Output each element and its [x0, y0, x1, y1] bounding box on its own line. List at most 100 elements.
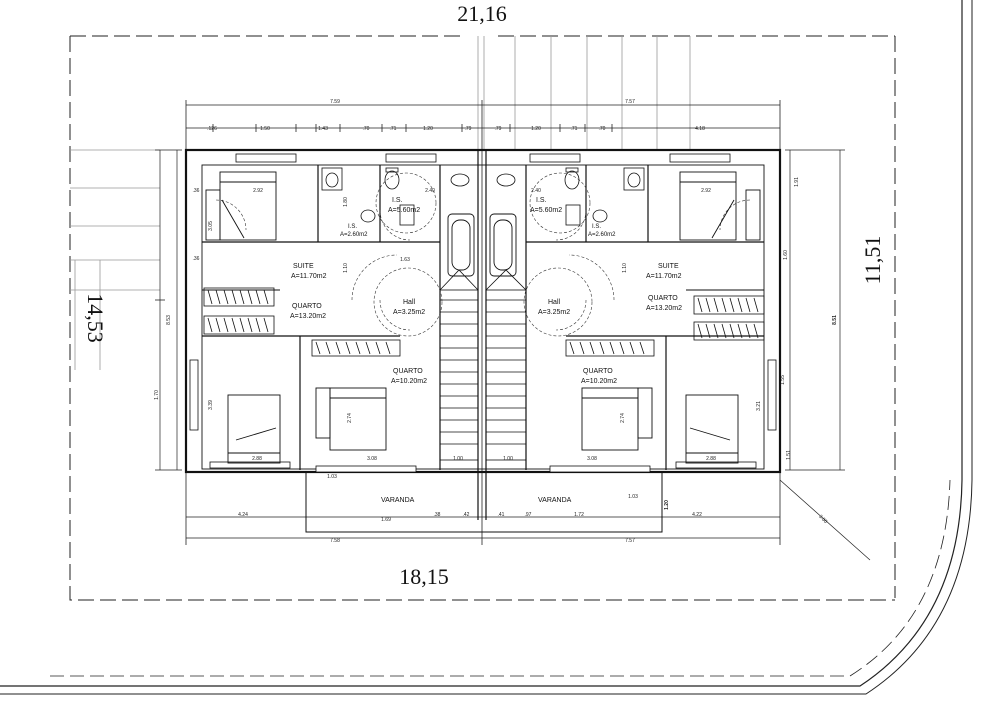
room-suite-right-name: SUITE — [658, 263, 679, 270]
dim-overall-top-right: 7.57 — [625, 99, 635, 105]
dim-room: 2.88 — [252, 456, 262, 462]
dim-room: 2.40 — [425, 188, 435, 194]
room-suite-left-name: SUITE — [293, 263, 314, 270]
room-is-left-name: I.S. — [392, 197, 403, 204]
dim-room: 1.10 — [622, 263, 628, 273]
wardrobes — [203, 287, 765, 357]
dim-top-chain: .126 — [207, 126, 217, 132]
dim-left-side: 3.39 — [208, 400, 214, 410]
dim-inner-bottom: 1.00 — [453, 456, 463, 462]
room-hall-left-name: Hall — [403, 299, 416, 306]
windows — [189, 153, 777, 473]
dim-overall-bottom-left: 7.58 — [330, 538, 340, 544]
dim-corner-diag: 3.00 — [817, 514, 828, 525]
dim-top-chain: .79 — [465, 126, 472, 132]
dim-left-side: 1.70 — [154, 390, 160, 400]
neighbour-lines — [70, 36, 691, 370]
dim-top-chain: .71 — [571, 126, 578, 132]
room-quarto1-left-area: A=13.20m2 — [290, 313, 326, 320]
dim-depth-left: 8.53 — [166, 315, 172, 325]
room-varanda-right: VARANDA — [538, 497, 572, 504]
room-wc-right-area: A=2.60m2 — [588, 232, 616, 238]
dim-bottom-chain: .97 — [525, 512, 532, 518]
dim-room: 1.80 — [343, 197, 349, 207]
lot-right-depth: 11,51 — [860, 236, 885, 285]
lot-bottom-width: 18,15 — [399, 564, 449, 589]
sanitary-fixtures — [321, 167, 645, 226]
room-wc-left-name: I.S. — [348, 224, 357, 230]
dim-inner-bottom: 1.03 — [628, 494, 638, 500]
room-quarto2-left-name: QUARTO — [393, 368, 423, 375]
dim-right-side: 1.91 — [794, 177, 800, 187]
room-quarto1-left-name: QUARTO — [292, 303, 322, 310]
room-is-right-name: I.S. — [536, 197, 547, 204]
bathtubs — [447, 213, 517, 277]
dim-room: 1.63 — [400, 257, 410, 263]
room-labels: SUITE A=11.70m2 SUITE A=11.70m2 I.S. A=5… — [290, 197, 682, 504]
room-quarto2-right-area: A=10.20m2 — [581, 378, 617, 385]
door-swings — [215, 172, 751, 337]
dim-overall-top-left: 7.59 — [330, 99, 340, 105]
dim-top-chain: 1.43 — [318, 126, 328, 132]
dim-room: 1.10 — [343, 263, 349, 273]
dim-room: .36 — [193, 188, 200, 194]
staircase-left — [439, 269, 479, 461]
dim-room: .36 — [193, 256, 200, 262]
dim-veranda-depth: 1.20 — [664, 500, 670, 510]
dim-inner-bottom: 3.08 — [367, 456, 377, 462]
dimension-ticks — [155, 100, 845, 545]
room-quarto2-left-area: A=10.20m2 — [391, 378, 427, 385]
dim-room: 2.92 — [253, 188, 263, 194]
dim-top-chain: 4.18 — [695, 126, 705, 132]
dim-room: 2.88 — [706, 456, 716, 462]
dim-right-side: 1.55 — [780, 375, 786, 385]
dim-bottom-chain: .41 — [498, 512, 505, 518]
dim-bottom-chain: .38 — [434, 512, 441, 518]
room-wc-left-area: A=2.60m2 — [340, 232, 368, 238]
room-hall-left-area: A=3.25m2 — [393, 309, 425, 316]
dim-inner-bottom: 3.08 — [587, 456, 597, 462]
room-quarto1-right-area: A=13.20m2 — [646, 305, 682, 312]
dim-room: 2.92 — [701, 188, 711, 194]
lot-boundary — [69, 35, 896, 601]
dim-bottom-chain: 4.22 — [692, 512, 702, 518]
building-walls — [184, 148, 782, 533]
dim-room: 3.05 — [208, 221, 214, 231]
dim-right-side: 1.60 — [783, 250, 789, 260]
dim-bottom-chain: 1.72 — [574, 512, 584, 518]
dim-bottom-chain: 1.69 — [381, 517, 391, 523]
dim-bottom-chain: .42 — [463, 512, 470, 518]
room-is-right-area: A=5.60m2 — [530, 207, 562, 214]
dimension-labels: 7.59 7.57 7.58 7.57 8.53 8.51 .126 1.50 … — [154, 99, 838, 544]
dim-inner-bottom: 1.03 — [327, 474, 337, 480]
dim-room: 2.40 — [531, 188, 541, 194]
dim-overall-bottom-right: 7.57 — [625, 538, 635, 544]
room-hall-right-area: A=3.25m2 — [538, 309, 570, 316]
beds — [205, 171, 761, 464]
room-suite-left-area: A=11.70m2 — [291, 273, 327, 280]
dim-inner-bottom: 1.00 — [503, 456, 513, 462]
dimension-lines — [159, 104, 871, 561]
room-quarto2-right-name: QUARTO — [583, 368, 613, 375]
dim-depth-right: 8.51 — [832, 315, 838, 325]
dim-top-chain: 1.20 — [531, 126, 541, 132]
dim-room: 2.74 — [347, 413, 353, 423]
street-curb — [0, 0, 973, 695]
room-is-left-area: A=5.60m2 — [388, 207, 420, 214]
staircase-right — [485, 269, 527, 461]
dim-right-side: 1.51 — [786, 450, 792, 460]
room-suite-right-area: A=11.70m2 — [646, 273, 682, 280]
dim-room: 2.74 — [620, 413, 626, 423]
dim-top-chain: .71 — [390, 126, 397, 132]
lot-left-depth: 14,53 — [83, 293, 108, 343]
room-varanda-left: VARANDA — [381, 497, 415, 504]
room-hall-right-name: Hall — [548, 299, 561, 306]
dim-top-chain: .79 — [495, 126, 502, 132]
room-wc-right-name: I.S. — [592, 224, 601, 230]
dim-top-chain: 1.20 — [423, 126, 433, 132]
lot-top-width: 21,16 — [457, 1, 507, 26]
room-quarto1-right-name: QUARTO — [648, 295, 678, 302]
dim-top-chain: 1.50 — [260, 126, 270, 132]
dim-top-chain: .70 — [363, 126, 370, 132]
